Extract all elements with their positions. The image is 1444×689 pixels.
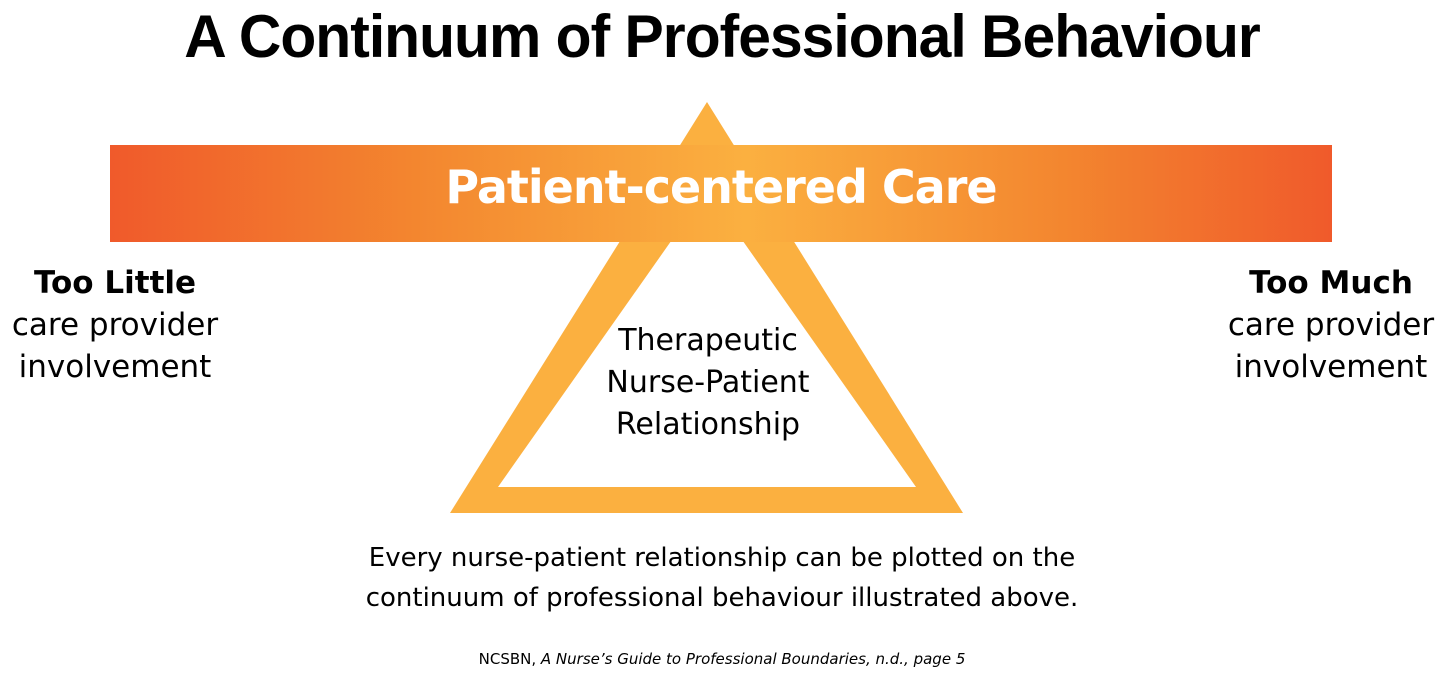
too-much-line: care provider — [1227, 307, 1435, 343]
caption: Every nurse-patient relationship can be … — [300, 538, 1144, 618]
citation-prefix: NCSBN, — [478, 650, 541, 668]
page-title: A Continuum of Professional Behaviour — [184, 3, 1261, 70]
triangle-label-line: Therapeutic — [618, 323, 798, 358]
citation-title: A Nurse’s Guide to Professional Boundari… — [540, 650, 966, 668]
triangle-inner — [498, 190, 916, 487]
too-little-heading: Too Little — [33, 265, 197, 301]
triangle-label-line: Nurse-Patient — [606, 365, 810, 400]
too-little-line: care provider — [11, 307, 219, 343]
patient-centered-care-bar — [110, 145, 1332, 242]
too-much-label: Too Much care provider involvement — [1218, 262, 1444, 388]
bar-label: Patient-centered Care — [445, 160, 997, 214]
citation: NCSBN, A Nurse’s Guide to Professional B… — [300, 650, 1144, 668]
caption-line: Every nurse-patient relationship can be … — [368, 543, 1076, 573]
triangle-label-line: Relationship — [615, 407, 801, 442]
too-little-line: involvement — [18, 349, 212, 385]
caption-line: continuum of professional behaviour illu… — [365, 583, 1079, 613]
too-much-heading: Too Much — [1249, 265, 1413, 301]
too-much-line: involvement — [1234, 349, 1428, 385]
too-little-label: Too Little care provider involvement — [0, 262, 230, 388]
triangle-label: Therapeutic Nurse-Patient Relationship — [560, 320, 856, 446]
